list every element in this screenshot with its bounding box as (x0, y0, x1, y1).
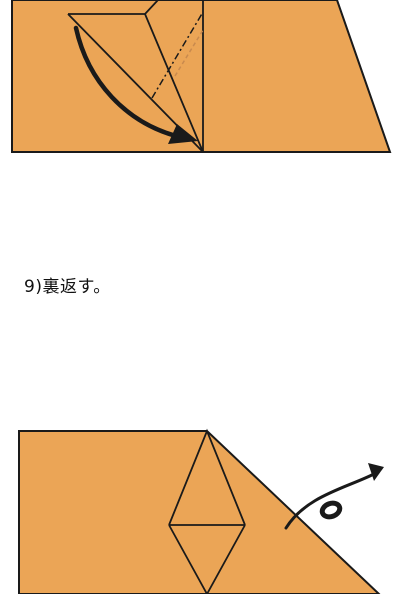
diamond-upper (168, 428, 246, 526)
fold-arrow-icon (73, 25, 198, 144)
paper-shape-bottom (18, 430, 381, 594)
mountain-fold-line (151, 11, 204, 99)
diamond-lower (168, 524, 246, 594)
turn-over-arrow-icon (284, 463, 384, 530)
paper-shape-top (11, 0, 392, 153)
figure-step-8 (11, 0, 392, 153)
figure-step-9 (18, 428, 384, 594)
step-caption: 9)裏返す。 (24, 277, 111, 297)
dashed-crease-line (174, 29, 204, 77)
flap-diagonal-right (144, 13, 204, 153)
